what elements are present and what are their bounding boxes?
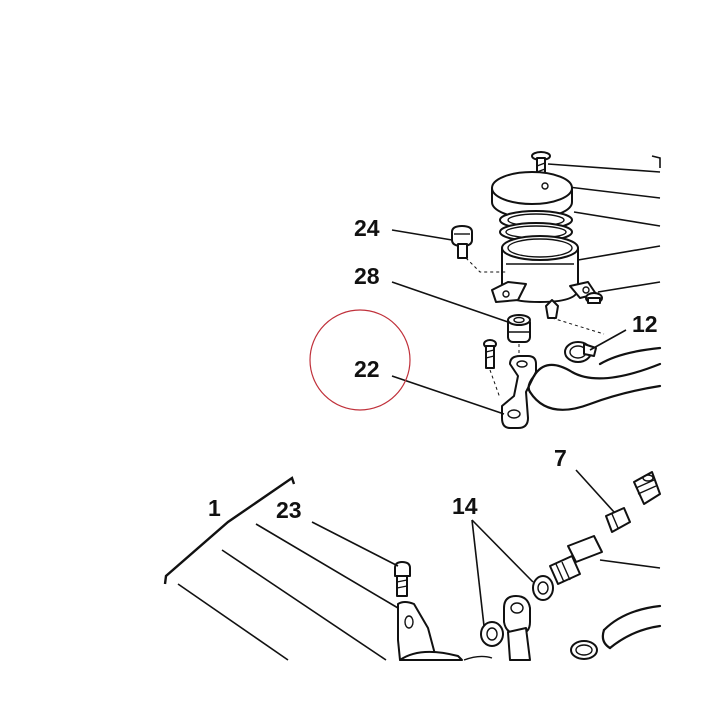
- part-12-hose-clamp: [564, 341, 597, 363]
- callout-24: 24: [354, 215, 380, 241]
- part-23-bolt: [394, 561, 411, 597]
- group-bracket-1: [163, 476, 399, 661]
- reservoir-hose: [527, 346, 662, 411]
- part-24-bolt: [451, 225, 506, 273]
- part-22-bracket: [483, 339, 537, 429]
- reservoir-cap: [491, 171, 573, 219]
- callout-23: 23: [276, 497, 302, 523]
- callout-7: 7: [554, 445, 567, 471]
- callout-22: 22: [354, 356, 380, 382]
- part-14-washers: [480, 575, 554, 647]
- banjo-bolt: [549, 535, 661, 585]
- washer-lower: [480, 621, 504, 647]
- reservoir-body: [491, 235, 597, 319]
- washer-upper: [532, 575, 554, 601]
- lower-hose-clamp: [570, 640, 598, 660]
- right-edge-leaders: [547, 155, 661, 293]
- fluid-reservoir-assembly: [491, 151, 603, 319]
- highlight-circle-22: [309, 309, 411, 411]
- callout-14: 14: [452, 493, 478, 519]
- callout-leaders: [391, 229, 627, 627]
- banjo-union: [503, 595, 531, 661]
- part-28-grommet: [507, 314, 605, 358]
- reservoir-mount-bolt: [585, 292, 603, 304]
- part-1-master-cylinder: [397, 601, 493, 661]
- part-7-fitting: [605, 471, 661, 533]
- lower-hose: [570, 604, 662, 660]
- callout-12: 12: [632, 311, 658, 337]
- callout-28: 28: [354, 263, 380, 289]
- bracket-bolt: [483, 339, 501, 399]
- callout-1: 1: [208, 495, 221, 521]
